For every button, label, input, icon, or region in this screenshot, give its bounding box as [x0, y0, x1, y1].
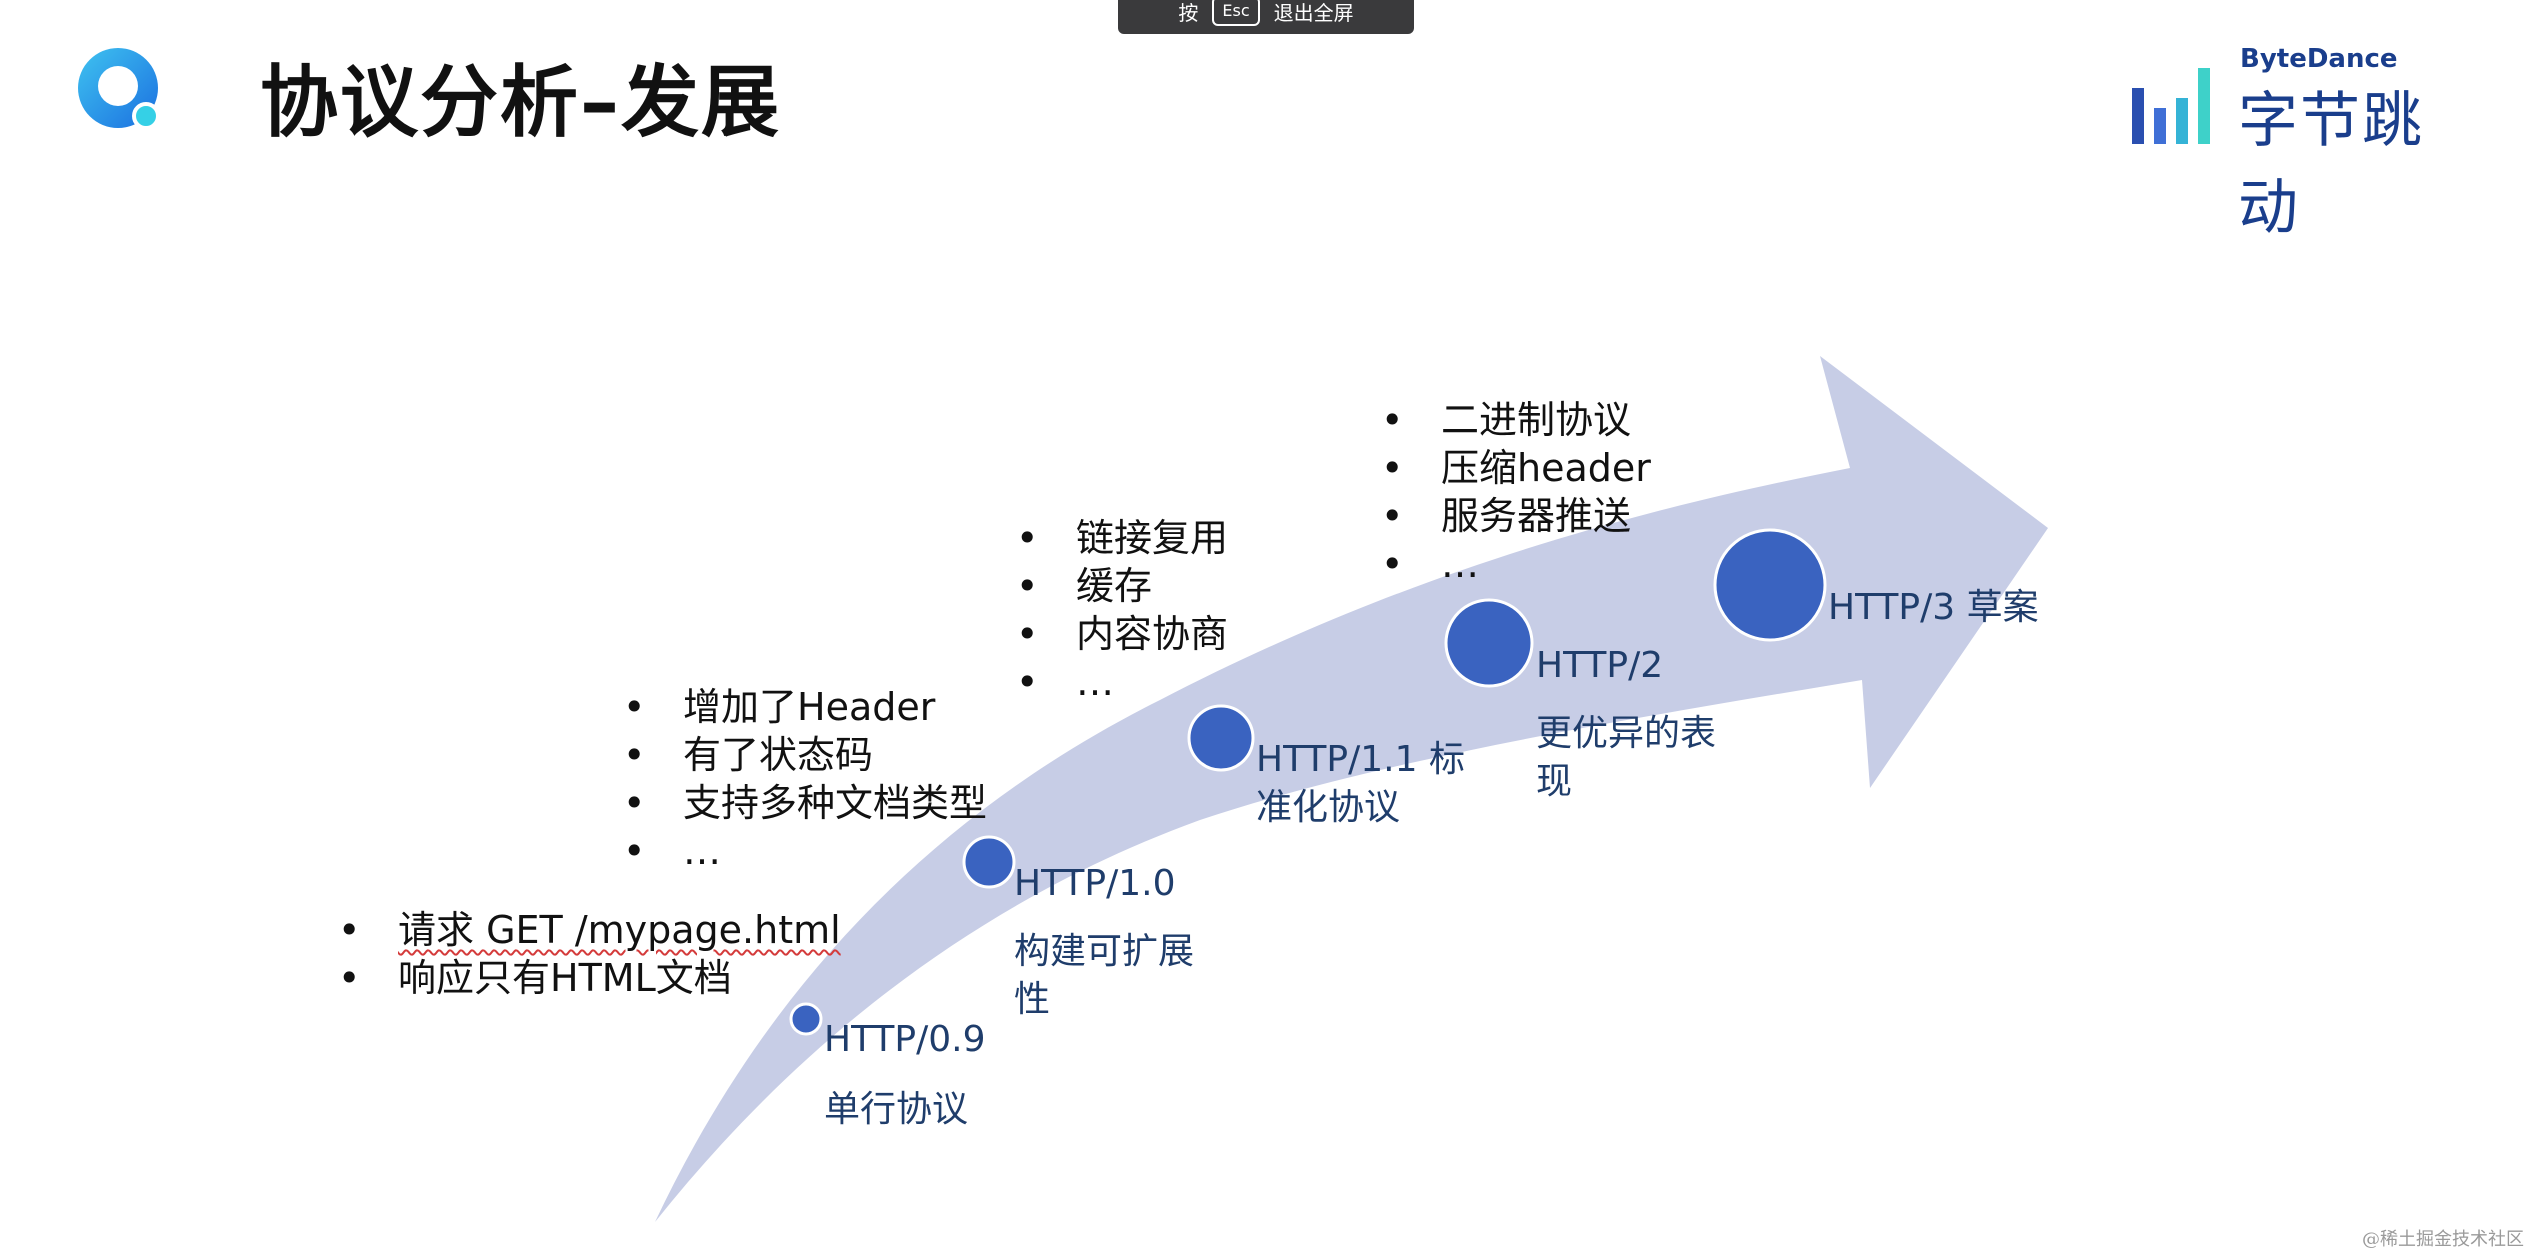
stage-desc-http2: 更优异的表 现 [1536, 710, 1716, 806]
stage-name-line: 准化协议 [1256, 787, 1401, 828]
list-item: … [1016, 658, 1228, 706]
bytedance-logo: ByteDance 字节跳动 [2130, 44, 2480, 243]
hint-prefix: 按 [1178, 0, 1199, 25]
node-http3 [1713, 528, 1827, 642]
list-item: 请求 GET /mypage.html [338, 906, 841, 954]
stage-desc-line: 现 [1536, 761, 1573, 802]
http2-features: 二进制协议 压缩header 服务器推送 … [1381, 396, 1651, 588]
brand-name-cn: 字节跳动 [2238, 86, 2424, 243]
stage-desc-http09: 单行协议 [824, 1089, 969, 1130]
app-logo-icon [78, 48, 160, 130]
list-item: … [1381, 540, 1651, 588]
list-item: 链接复用 [1016, 514, 1228, 562]
stage-desc-line: 更优异的表 [1536, 713, 1717, 754]
list-item: 压缩header [1381, 444, 1651, 492]
stage-desc-line: 构建可扩展 [1014, 931, 1195, 972]
exit-fullscreen-hint[interactable]: 按 Esc 退出全屏 [1118, 0, 1414, 34]
list-item: … [623, 827, 987, 875]
page-title: 协议分析–发展 [260, 58, 782, 148]
list-item: 二进制协议 [1381, 396, 1651, 444]
brand-name-en: ByteDance [2240, 44, 2398, 74]
stage-name-http09: HTTP/0.9 [824, 1019, 986, 1060]
list-item: 内容协商 [1016, 610, 1228, 658]
list-item: 缓存 [1016, 562, 1228, 610]
node-http11 [1187, 704, 1255, 772]
stage-name-http2: HTTP/2 [1536, 645, 1664, 686]
list-item: 响应只有HTML文档 [338, 954, 841, 1002]
hint-suffix: 退出全屏 [1273, 0, 1354, 25]
arrow-shape [655, 356, 2048, 1222]
stage-name-http11: HTTP/1.1 标 准化协议 [1256, 736, 1465, 832]
list-item: 增加了Header [623, 683, 987, 731]
stage-name-http10: HTTP/1.0 [1014, 863, 1176, 904]
watermark: @稀土掘金技术社区 [2362, 1229, 2524, 1250]
http10-features: 增加了Header 有了状态码 支持多种文档类型 … [623, 683, 987, 875]
esc-key-icon: Esc [1212, 0, 1260, 26]
node-http2 [1444, 598, 1534, 688]
node-http09 [789, 1002, 823, 1036]
stage-desc-line: 性 [1014, 979, 1051, 1020]
stage-name-http3: HTTP/3 草案 [1828, 587, 2039, 628]
stage-name-line: HTTP/1.1 标 [1256, 739, 1465, 780]
http09-features: 请求 GET /mypage.html 响应只有HTML文档 [338, 906, 841, 1002]
list-item: 服务器推送 [1381, 492, 1651, 540]
stage-desc-http10: 构建可扩展 性 [1014, 928, 1194, 1024]
list-item: 有了状态码 [623, 731, 987, 779]
list-item: 支持多种文档类型 [623, 779, 987, 827]
bytedance-bars-icon [2132, 68, 2210, 144]
http11-features: 链接复用 缓存 内容协商 … [1016, 514, 1228, 706]
